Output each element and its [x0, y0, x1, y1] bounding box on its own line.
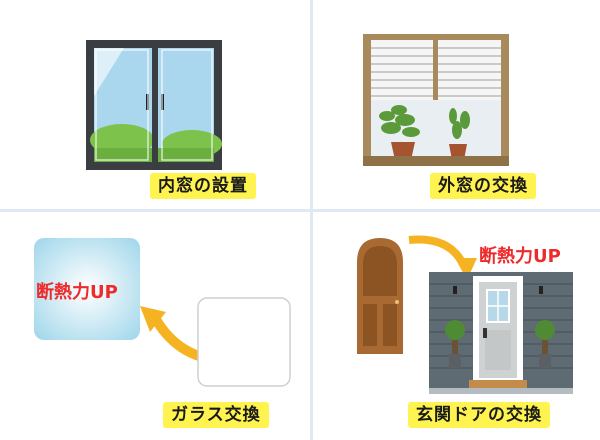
glass-label: ガラス交換 [163, 402, 269, 428]
inner-window-illustration [86, 40, 222, 170]
outer-window-label: 外窓の交換 [430, 173, 536, 199]
plain-glass-illustration [197, 297, 291, 387]
door-insulation-badge: 断熱力UP [479, 246, 561, 267]
new-door-illustration [429, 272, 573, 394]
glass-panel: 断熱力UP ガラス交換 [0, 212, 310, 440]
insulated-glass-illustration [34, 238, 140, 340]
glass-insulation-badge: 断熱力UP [36, 282, 118, 303]
old-door-illustration [357, 238, 403, 354]
door-label: 玄関ドアの交換 [408, 402, 550, 428]
outer-window-illustration [363, 34, 509, 166]
door-panel: 断熱力UP 玄関ドア [313, 212, 600, 440]
horizontal-divider [0, 209, 600, 212]
inner-window-panel: 内窓の設置 [0, 0, 310, 209]
door-arrow-icon [408, 235, 477, 280]
vertical-divider [310, 0, 313, 440]
inner-window-label: 内窓の設置 [150, 173, 256, 199]
outer-window-panel: 外窓の交換 [313, 0, 600, 209]
